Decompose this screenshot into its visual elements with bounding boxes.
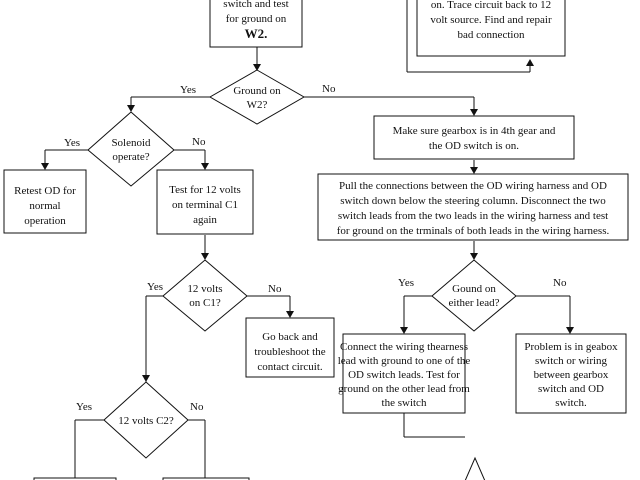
- arrowhead-harness: [400, 327, 408, 334]
- arrowhead-pull: [470, 167, 478, 174]
- arrowhead-top-right: [526, 59, 534, 66]
- box-line: Retest OD for: [14, 185, 76, 197]
- diamond-line: Gound on: [452, 283, 496, 295]
- decision-12v-c2: 12 volts C2?: [103, 381, 189, 459]
- process-box-top-right: on. Trace circuit back to 12 volt source…: [416, 0, 566, 57]
- process-box-pull-connections: Pull the connections between the OD wiri…: [317, 173, 629, 241]
- label-c1-no: No: [268, 283, 282, 295]
- box-line: switch.: [555, 397, 587, 409]
- box-line: volt source. Find and repair: [430, 14, 552, 26]
- arrowhead-w2: [253, 64, 261, 71]
- box-line: ground on the other lead from: [338, 383, 470, 395]
- arrowhead-testc1: [201, 163, 209, 170]
- process-box-test-12v-c1: Test for 12 volts on terminal C1 again: [156, 169, 254, 235]
- decision-ground-either: Gound on either lead?: [431, 259, 517, 332]
- box-line: Pull the connections between the OD wiri…: [339, 180, 607, 192]
- box-line: lead with ground to one of the: [338, 355, 471, 367]
- arrowheads: [41, 59, 574, 382]
- arrowhead-goback: [286, 311, 294, 318]
- decision-12v-c1: 12 volts on C1?: [162, 259, 248, 332]
- process-box-problem-gearbox: Problem is in geabox switch or wiring be…: [515, 333, 627, 414]
- arrowhead-solenoid: [127, 105, 135, 112]
- arrowhead-gearbox: [470, 109, 478, 116]
- process-box-bottom-middle-partial: [162, 477, 250, 480]
- label-c2-yes: Yes: [76, 401, 92, 413]
- diamond-line: operate?: [112, 151, 149, 163]
- box-line: Connect the wiring thearness: [340, 341, 468, 353]
- diamond-line: 12 volts: [187, 283, 222, 295]
- diamond-line: Solenoid: [111, 137, 151, 149]
- box-line: for ground on the trminals of both leads…: [337, 225, 610, 237]
- box-line: switch down below the steering column. D…: [340, 195, 606, 207]
- box-line: on. Trace circuit back to 12: [431, 0, 551, 11]
- label-either-no: No: [553, 277, 567, 289]
- label-c2-no: No: [190, 401, 204, 413]
- arrowhead-c2: [142, 375, 150, 382]
- box-line: switch and OD: [538, 383, 604, 395]
- arrowhead-problem: [566, 327, 574, 334]
- label-either-yes: Yes: [398, 277, 414, 289]
- diamond-line: on C1?: [189, 297, 221, 309]
- box-line: switch leads from the two leads in the w…: [338, 210, 608, 222]
- diamond-line: W2?: [247, 99, 268, 111]
- box-line: Test for 12 volts: [169, 184, 241, 196]
- box-line: between gearbox: [534, 369, 609, 381]
- diamond-line: Ground on: [233, 85, 281, 97]
- box-line: OD switch leads. Test for: [348, 369, 460, 381]
- box-line: bad connection: [458, 29, 525, 41]
- box-line: Problem is in geabox: [524, 341, 618, 353]
- label-solenoid-no: No: [192, 136, 206, 148]
- box-line: normal: [29, 200, 60, 212]
- label-w2-no: No: [322, 83, 336, 95]
- label-c1-yes: Yes: [147, 281, 163, 293]
- label-solenoid-yes: Yes: [64, 137, 80, 149]
- box-line: for ground on: [226, 13, 287, 25]
- box-line: the OD switch is on.: [429, 140, 519, 152]
- box-line: troubleshoot the: [254, 346, 325, 358]
- box-line: the switch: [382, 397, 427, 409]
- box-line: switch or wiring: [535, 355, 608, 367]
- box-line: contact circuit.: [257, 361, 323, 373]
- connectors: [44, 0, 571, 480]
- process-box-connect-harness: Connect the wiring thearness lead with g…: [338, 333, 471, 414]
- box-line: Make sure gearbox is in 4th gear and: [393, 125, 556, 137]
- process-box-gearbox-4th: Make sure gearbox is in 4th gear and the…: [373, 115, 575, 160]
- decision-solenoid: Solenoid operate?: [87, 111, 175, 187]
- box-line: again: [193, 214, 217, 226]
- branch-labels: Yes No Yes No Yes No Yes No Yes No: [64, 83, 567, 413]
- box-line: W2.: [245, 26, 268, 41]
- process-box-top-left: switch and test for ground on W2.: [209, 0, 303, 48]
- decision-bottom-partial: [464, 456, 486, 480]
- process-box-go-back: Go back and troubleshoot the contact cir…: [245, 317, 335, 378]
- diamond-line: 12 volts C2?: [118, 415, 174, 427]
- box-line: operation: [24, 215, 66, 227]
- box-line: on terminal C1: [172, 199, 238, 211]
- process-box-bottom-left-partial: [33, 477, 117, 480]
- label-w2-yes: Yes: [180, 84, 196, 96]
- arrowhead-retest: [41, 163, 49, 170]
- box-line: switch and test: [223, 0, 288, 10]
- decision-ground-w2: Ground on W2?: [208, 69, 306, 125]
- arrowhead-either: [470, 253, 478, 260]
- diamond-line: either lead?: [449, 297, 500, 309]
- box-line: Go back and: [262, 331, 318, 343]
- arrowhead-c1: [201, 253, 209, 260]
- process-box-retest-od: Retest OD for normal operation: [3, 169, 87, 234]
